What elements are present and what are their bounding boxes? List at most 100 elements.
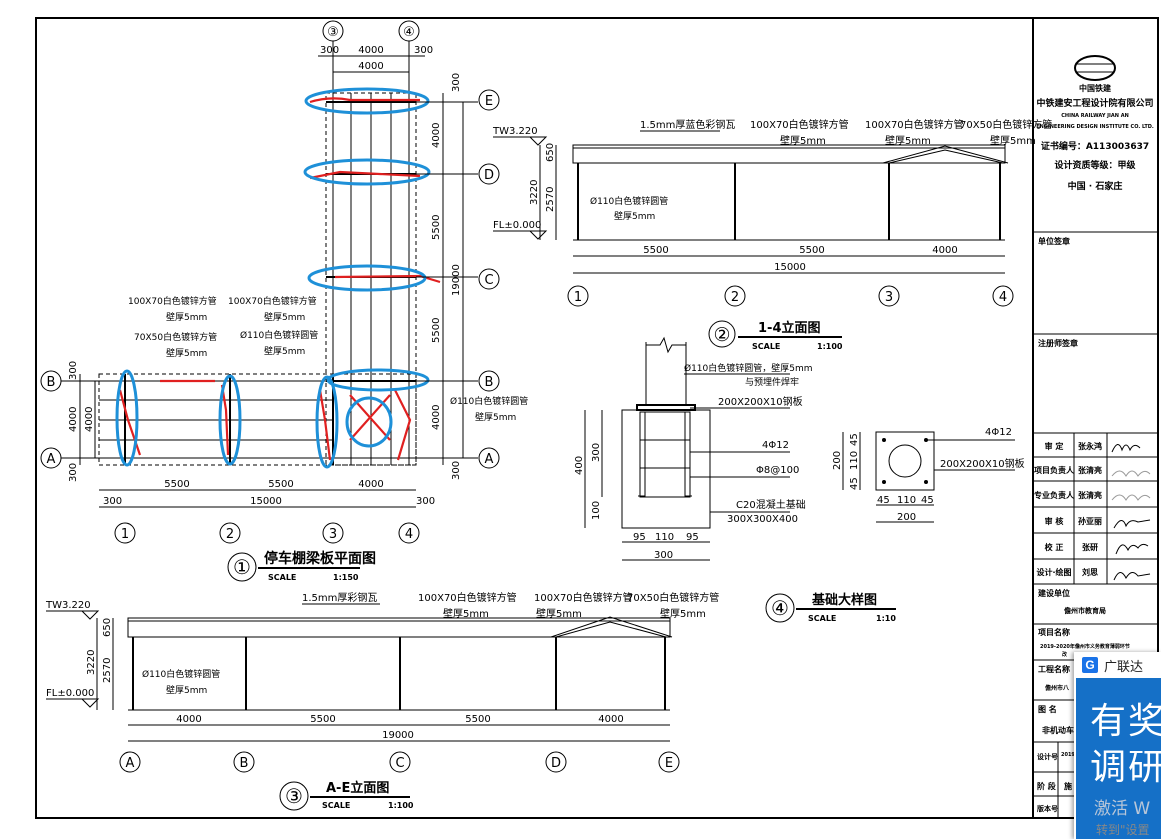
city: 中国 · 石家庄 (1068, 180, 1123, 192)
fd-note-4: Φ8@100 (756, 465, 799, 476)
company-logo-text: 中国铁建 (1079, 83, 1112, 93)
plan-label-a2: 壁厚5mm (166, 311, 207, 323)
eae-dim-v2: 3220 (86, 650, 97, 675)
eae-axis-C: C (395, 756, 404, 771)
axis-label-B-right: B (485, 375, 494, 390)
eae-dim-h4: 4000 (598, 714, 623, 725)
reg-sign-label: 注册师签章 (1038, 338, 1078, 348)
eae-tube3b: 壁厚5mm (660, 607, 706, 620)
plan-label-d1: Ø110白色镀锌圆管 (240, 329, 318, 341)
elevation-A-E: TW3.220 FL±0.000 650 3220 2570 1.5mm厚彩钢瓦… (45, 591, 719, 811)
e14-tube2b: 壁厚5mm (885, 134, 931, 147)
project-name: 2019-2020年儋州市义务教育薄弱环节 (1040, 643, 1130, 650)
fd-plate-note-2: 200X200X10钢板 (940, 457, 1025, 470)
drawing-value: 非机动车 (1042, 725, 1074, 735)
axis-label-B-left: B (47, 375, 56, 390)
name-4: 孙亚丽 (1078, 516, 1102, 526)
e14-roof: 1.5mm厚蓝色彩钢瓦 (640, 118, 735, 131)
axis-label-4: 4 (405, 527, 413, 542)
number-label: 设计号 (1037, 752, 1058, 761)
e14-title: 1-4立面图 (758, 320, 821, 336)
fd-plate-v4: 45 (849, 477, 860, 490)
ad-banner[interactable]: 有奖 调研 (1076, 678, 1161, 839)
eae-post: Ø110白色镀锌圆管 (142, 668, 220, 680)
eae-roof: 1.5mm厚彩钢瓦 (302, 591, 377, 604)
plan-scale-value: 1:150 (333, 573, 359, 582)
e14-post: Ø110白色镀锌圆管 (590, 195, 668, 207)
stage-value: 施 (1064, 781, 1072, 791)
e14-dim-h3: 4000 (932, 245, 957, 256)
signature-3 (1111, 494, 1151, 501)
elevation-1-4: TW3.220 FL±0.000 650 3220 2570 1.5mm厚蓝色彩… (492, 118, 1052, 351)
eae-dim-h5: 19000 (382, 730, 414, 741)
plan-scale-label: SCALE (268, 573, 296, 582)
plan-dim-left-2: 4000 (68, 407, 79, 432)
plan-dim-bottom-2: 5500 (268, 479, 293, 490)
fd-plate-v1: 200 (832, 451, 843, 470)
e14-tube2: 100X70白色镀锌方管 (865, 118, 964, 131)
plan-right-axes: E D C B A 300 4000 5500 19000 5500 4000 … (416, 73, 500, 480)
e14-tube3b: 壁厚5mm (990, 134, 1036, 147)
fd-plate-h1: 45 (877, 495, 890, 506)
e14-scale-label: SCALE (752, 342, 780, 351)
role-2: 项目负责人 (1034, 465, 1075, 475)
e14-axis-1: 1 (574, 290, 582, 305)
fd-note-6: 300X300X400 (727, 514, 798, 525)
glodon-logo-icon: G (1082, 657, 1098, 673)
axis-label-E: E (485, 94, 493, 109)
e14-tube1b: 壁厚5mm (780, 134, 826, 147)
plan-dim-top-1: 300 (320, 45, 339, 56)
ad-headline-2: 调研 (1090, 747, 1161, 788)
plan-label-b1: 70X50白色镀锌方管 (134, 331, 217, 343)
ad-popup-header[interactable]: G 广联达 (1074, 652, 1161, 678)
e14-dim-h2: 5500 (799, 245, 824, 256)
signature-5 (1115, 543, 1149, 555)
qualification: 设计资质等级：甲级 (1054, 159, 1136, 171)
eae-tube2: 100X70白色镀锌方管 (534, 591, 633, 604)
role-6: 设计·绘图 (1036, 567, 1071, 577)
fd-plate-h4: 200 (897, 512, 916, 523)
axis-label-A-left: A (47, 452, 56, 467)
eae-scale-value: 1:100 (388, 801, 414, 810)
fd-plate-note-1: 4Φ12 (985, 427, 1012, 438)
e14-dim-h1: 5500 (643, 245, 668, 256)
plan-label-a1: 100X70白色镀锌方管 (128, 295, 217, 307)
signature-2 (1111, 470, 1151, 477)
cert-number: 证书编号：A113003637 (1041, 140, 1149, 152)
name-2: 张清亮 (1078, 465, 1102, 475)
eae-tube1b: 壁厚5mm (443, 607, 489, 620)
fd-plate-h2: 110 (897, 495, 916, 506)
plan-dim-right-4: 19000 (451, 264, 462, 296)
client-name: 儋州市教育局 (1064, 606, 1106, 615)
plan-dim-right-3: 5500 (431, 215, 442, 240)
plan-dim-bottom-5: 15000 (250, 496, 282, 507)
company-en-1: CHINA RAILWAY JIAN AN (1061, 113, 1129, 119)
e14-postb: 壁厚5mm (614, 210, 655, 222)
plan-dim-bottom-4: 300 (103, 496, 122, 507)
fd-plate-v3: 110 (849, 451, 860, 470)
fd-plate-h3: 45 (921, 495, 934, 506)
eae-dim-h2: 5500 (310, 714, 335, 725)
axis-label-1: 1 (121, 527, 129, 542)
fd-note-5: C20混凝土基础 (736, 498, 806, 511)
axis-label-D: D (484, 168, 494, 183)
eae-tube2b: 壁厚5mm (536, 607, 582, 620)
role-1: 审 定 (1045, 441, 1064, 451)
e14-axis-2: 2 (731, 290, 739, 305)
axis-label-A-right: A (485, 452, 494, 467)
eae-axis-D: D (551, 756, 561, 771)
client-label: 建设单位 (1037, 588, 1070, 598)
role-3: 专业负责人 (1034, 490, 1075, 500)
plan-dim-top-2: 4000 (358, 45, 383, 56)
plan-dim-right-5: 5500 (431, 318, 442, 343)
fd-dim-h3: 95 (686, 532, 699, 543)
e14-fl: FL±0.000 (493, 220, 541, 231)
unit-sign-label: 单位签章 (1038, 236, 1070, 246)
eae-axis-E: E (665, 756, 673, 771)
ad-popup[interactable]: G 广联达 有奖 调研 (1074, 652, 1161, 839)
plan-dim-right-1: 300 (451, 73, 462, 92)
drawing-label: 图 名 (1038, 704, 1057, 714)
ad-brand: 广联达 (1104, 659, 1144, 675)
eae-tw: TW3.220 (45, 600, 91, 611)
fd-dim-h1: 95 (633, 532, 646, 543)
